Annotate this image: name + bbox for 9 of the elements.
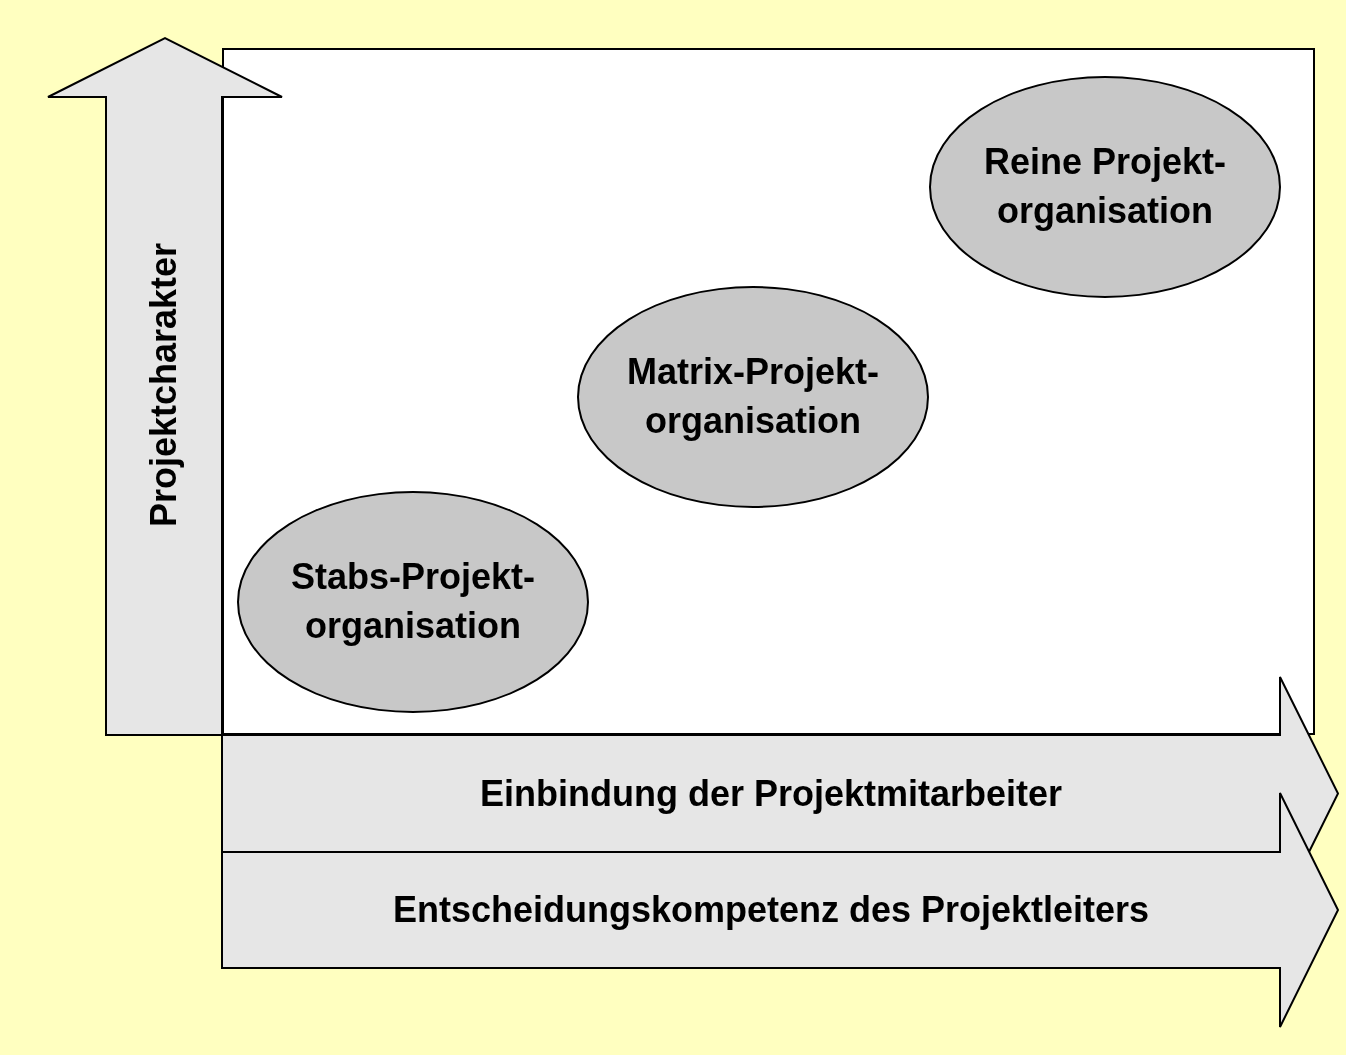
axis-label: Entscheidungskompetenz des Projektleiters [392, 887, 1150, 932]
axis-label: Projektcharakter [141, 242, 185, 528]
ellipse-label: Matrix-Projekt- organisation [625, 350, 881, 443]
right-arrow [222, 677, 1338, 852]
up-arrow [48, 38, 282, 735]
axis-label: Einbindung der Projektmitarbeiter [479, 771, 1063, 816]
ellipse-label: Stabs-Projekt- organisation [289, 555, 537, 648]
ellipse-label: Reine Projekt- organisation [982, 140, 1228, 233]
chart-panel [222, 48, 1315, 735]
